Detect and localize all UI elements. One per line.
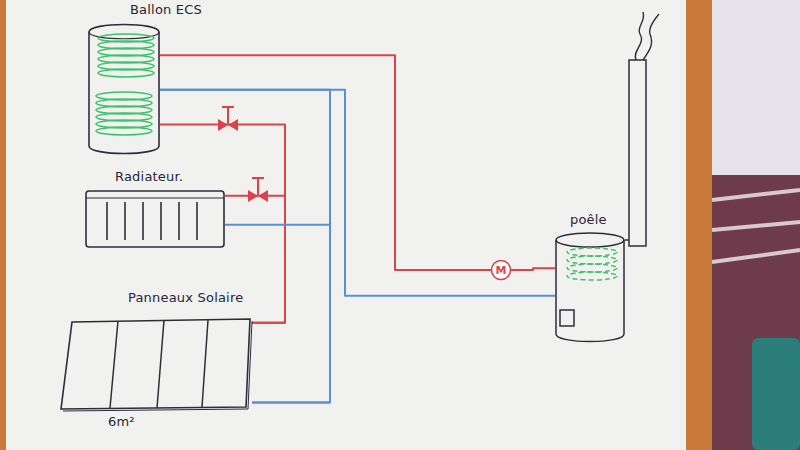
- radiator: Radiateur.: [85, 190, 225, 248]
- pump-label: M: [491, 260, 511, 280]
- whiteboard: [6, 0, 686, 450]
- wood-stove: poêle: [555, 232, 625, 342]
- wood-stove-outline: [555, 232, 625, 342]
- board-frame: [0, 0, 712, 450]
- component-label: Ballon ECS: [130, 2, 202, 18]
- smoke: [643, 14, 659, 60]
- valve-symbol: [218, 107, 238, 131]
- solar-panel: Panneaux Solaire: [60, 318, 252, 412]
- component-label: Panneaux Solaire: [128, 290, 243, 306]
- fabric: [712, 175, 800, 450]
- solar-panel-outline: [60, 318, 252, 412]
- pipe: [225, 225, 330, 403]
- chimney-joint: [625, 239, 629, 241]
- pipe: [511, 268, 555, 270]
- valve-symbol: [248, 178, 268, 202]
- chimney: [629, 60, 646, 246]
- fabric-stripe: [712, 190, 800, 262]
- hot-water-tank: Ballon ECS: [88, 22, 160, 155]
- component-label: Radiateur.: [115, 169, 183, 185]
- area-label: 6m²: [108, 414, 135, 430]
- teal-object: [752, 338, 800, 450]
- pipe: [160, 90, 555, 296]
- pipe: [160, 55, 491, 270]
- pump-circle: M: [491, 260, 511, 280]
- component-label: poêle: [570, 212, 607, 228]
- radiator-outline: [85, 190, 225, 248]
- smoke: [635, 12, 643, 60]
- hot-water-tank-outline: [88, 22, 160, 155]
